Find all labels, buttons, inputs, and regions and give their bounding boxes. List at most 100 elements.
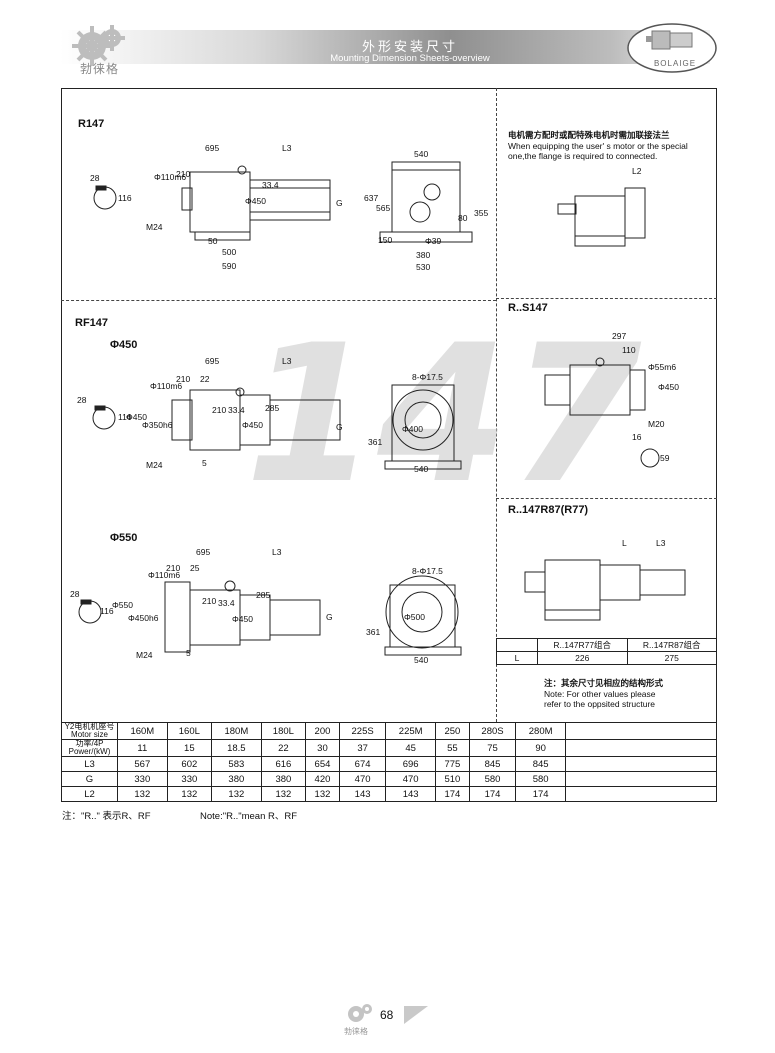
page-number: 68	[380, 1008, 394, 1022]
table-cell: 602	[166, 756, 213, 772]
dim-label: 5	[202, 458, 207, 468]
table-cell: 22	[260, 739, 307, 757]
dim-label: Φ400	[402, 424, 423, 434]
section-label-r147: R147	[78, 118, 105, 130]
dim-label: 33.4	[228, 405, 245, 415]
header-band	[60, 30, 710, 64]
section-label-phi450: Φ450	[110, 339, 138, 351]
table-cell: 654	[305, 756, 340, 772]
row-label: L2	[61, 786, 118, 802]
dim-label: 16	[632, 432, 642, 442]
combo-row-label: L	[496, 651, 538, 665]
table-cell: 174	[434, 786, 470, 802]
dim-label: Φ110m6	[150, 381, 183, 391]
table-cell: 18.5	[211, 739, 262, 757]
r147r87-view	[524, 559, 686, 621]
dim-label: L3	[656, 538, 666, 548]
table-cell: 37	[338, 739, 387, 757]
table-cell: 180L	[260, 722, 307, 740]
table-cell: 30	[305, 739, 340, 757]
dim-label: Φ350h6	[142, 420, 173, 430]
dim-label: 210	[202, 596, 217, 606]
divider-right-2	[496, 498, 717, 499]
section-label-rf147: RF147	[75, 317, 109, 329]
table-cell: 580	[515, 771, 566, 787]
dim-label: 210	[166, 563, 181, 573]
table-cell: 567	[117, 756, 168, 772]
dim-label: 80	[458, 213, 468, 223]
divider-left	[61, 300, 496, 301]
dim-label: M24	[146, 222, 163, 232]
dim-label: 33.4	[218, 598, 235, 608]
footer-arrow-icon	[404, 1006, 428, 1024]
table-row: L2 132 132 132 132 132 143 143 174 174 1…	[61, 786, 717, 802]
table-cell: 132	[117, 786, 168, 802]
section-label-phi550: Φ550	[110, 532, 138, 544]
dim-label: 33.4	[262, 180, 279, 190]
table-cell: 616	[260, 756, 307, 772]
dim-label: M24	[136, 650, 153, 660]
dim-label: 637	[364, 193, 379, 203]
table-cell: 132	[166, 786, 213, 802]
dim-label: 8-Φ17.5	[412, 566, 443, 576]
combo-value-r77: 226	[537, 651, 628, 665]
dim-label: L3	[282, 143, 292, 153]
dim-label: 695	[205, 356, 220, 366]
table-cell-empty	[565, 771, 717, 787]
dim-label: L3	[282, 356, 292, 366]
flange-note-en-1: When equipping the user' s motor or the …	[508, 141, 688, 151]
dim-label: 150	[378, 235, 393, 245]
dim-label: L2	[632, 166, 642, 176]
table-cell: 470	[338, 771, 387, 787]
dim-label: 590	[222, 261, 237, 271]
dim-label: 28	[90, 173, 100, 183]
dim-label: Φ110m6	[148, 570, 181, 580]
dim-label: Φ39	[425, 236, 442, 246]
table-cell: 696	[385, 756, 436, 772]
table-cell-empty	[565, 739, 717, 757]
dim-label: 59	[660, 453, 670, 463]
footnote-en: Note:"R.."mean R、RF	[200, 811, 298, 822]
table-cell: 174	[515, 786, 566, 802]
dim-label: 210	[176, 374, 191, 384]
table-cell: 180M	[211, 722, 262, 740]
dim-label: Φ450	[242, 420, 263, 430]
divider-right-1	[496, 298, 717, 299]
dim-label: 695	[205, 143, 220, 153]
dim-label: 50	[208, 236, 218, 246]
dim-label: M20	[648, 419, 665, 429]
table-cell: 380	[260, 771, 307, 787]
brand-logo-icon	[627, 23, 717, 73]
dim-label: 22	[200, 374, 210, 384]
table-cell: 845	[515, 756, 566, 772]
dim-label: G	[326, 612, 333, 622]
motor-spec-table: Y2电机机座号 Motor size 160M 160L 180M 180L 2…	[61, 722, 717, 802]
dim-label: 210	[176, 169, 191, 179]
header-motor-size: Y2电机机座号 Motor size	[61, 722, 118, 740]
dim-label: 8-Φ17.5	[412, 372, 443, 382]
table-cell: 90	[515, 739, 566, 757]
table-cell: 132	[305, 786, 340, 802]
table-cell: 380	[211, 771, 262, 787]
dim-label: 565	[376, 203, 391, 213]
footer-logo-text: 勃徕格	[344, 1027, 368, 1036]
table-cell: 280S	[468, 722, 517, 740]
drawing-frame	[61, 88, 717, 802]
dim-label: 285	[256, 590, 271, 600]
table-cell: 280M	[515, 722, 566, 740]
table-cell: 143	[385, 786, 436, 802]
table-cell: 200	[305, 722, 340, 740]
dim-label: Φ55m6	[648, 362, 677, 372]
logo-left-text: 勃徕格	[80, 62, 120, 76]
dim-label: L	[622, 538, 627, 548]
footer-gear-icon	[348, 1004, 372, 1022]
table-cell: 250	[434, 722, 470, 740]
dim-label: Φ450h6	[128, 613, 159, 623]
table-row: L3 567 602 583 616 654 674 696 775 845 8…	[61, 756, 717, 772]
rf147-450-front-view	[384, 384, 462, 470]
table-cell: 45	[385, 739, 436, 757]
rf147-550-front-view	[384, 575, 462, 656]
table-cell: 420	[305, 771, 340, 787]
table-cell: 580	[468, 771, 517, 787]
dim-label: L3	[272, 547, 282, 557]
